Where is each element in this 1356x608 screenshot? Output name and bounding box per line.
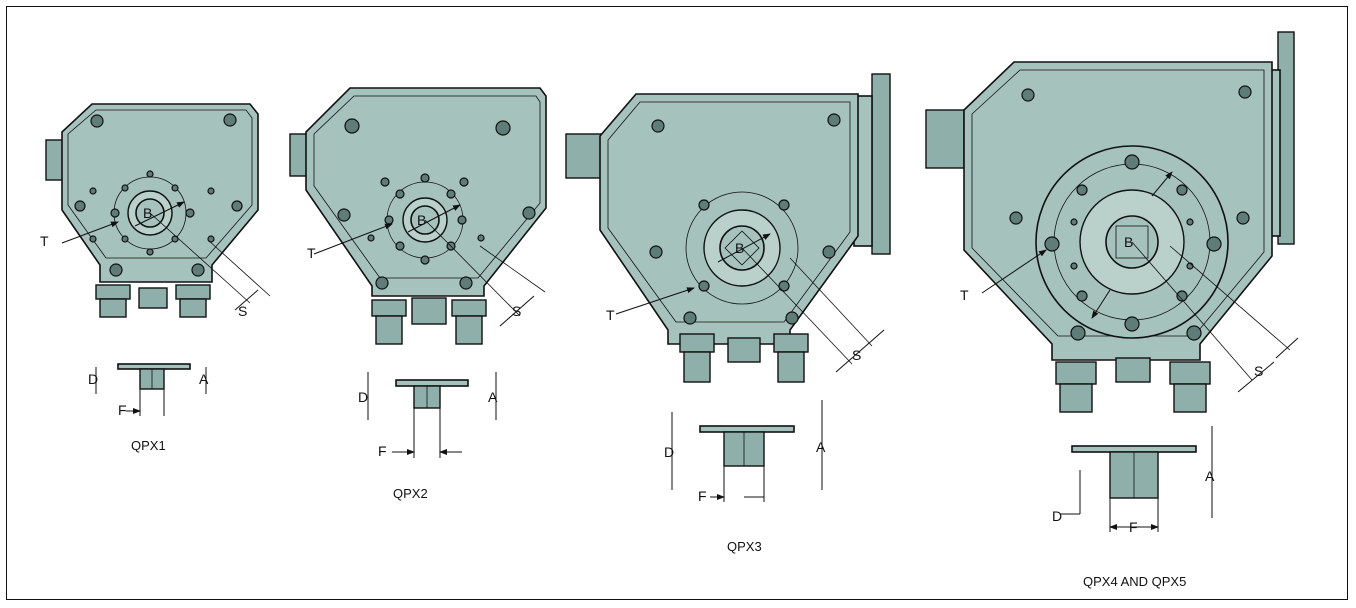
- qpx2-caption: QPX2: [393, 486, 428, 501]
- qpx1-label-t: T: [40, 233, 49, 249]
- gearbox-qpx4-qpx5: [925, 31, 1299, 532]
- qpx2-label-f: F: [378, 443, 387, 459]
- qpx3-label-a: A: [816, 439, 826, 455]
- qpx45-label-b: B: [1124, 234, 1133, 250]
- qpx3-label-s: S: [852, 347, 861, 363]
- qpx45-caption: QPX4 AND QPX5: [1083, 574, 1186, 589]
- qpx45-label-t: T: [960, 287, 969, 303]
- qpx1-label-f: F: [118, 402, 127, 418]
- qpx2-label-d: D: [358, 389, 368, 405]
- qpx3-label-b: B: [735, 240, 744, 256]
- qpx3-caption: QPX3: [727, 539, 762, 554]
- qpx1-label-s: S: [238, 303, 247, 319]
- qpx2-label-b: B: [417, 212, 426, 228]
- qpx3-label-f: F: [698, 488, 707, 504]
- qpx3-label-d: D: [664, 444, 674, 460]
- qpx45-label-d: D: [1052, 508, 1062, 524]
- qpx45-label-s: S: [1254, 363, 1263, 379]
- qpx2-label-s: S: [512, 303, 521, 319]
- qpx1-label-d: D: [88, 371, 98, 387]
- qpx1-label-a: A: [199, 371, 209, 387]
- gearbox-qpx3: [565, 73, 891, 502]
- qpx1-label-b: B: [143, 205, 152, 221]
- qpx45-label-f: F: [1129, 519, 1138, 535]
- gearbox-qpx1: [45, 103, 271, 416]
- qpx45-label-a: A: [1205, 468, 1215, 484]
- qpx2-label-a: A: [488, 389, 498, 405]
- qpx1-caption: QPX1: [131, 438, 166, 453]
- gearbox-qpx2: [289, 87, 547, 458]
- qpx3-label-t: T: [606, 307, 615, 323]
- qpx2-label-t: T: [307, 245, 316, 261]
